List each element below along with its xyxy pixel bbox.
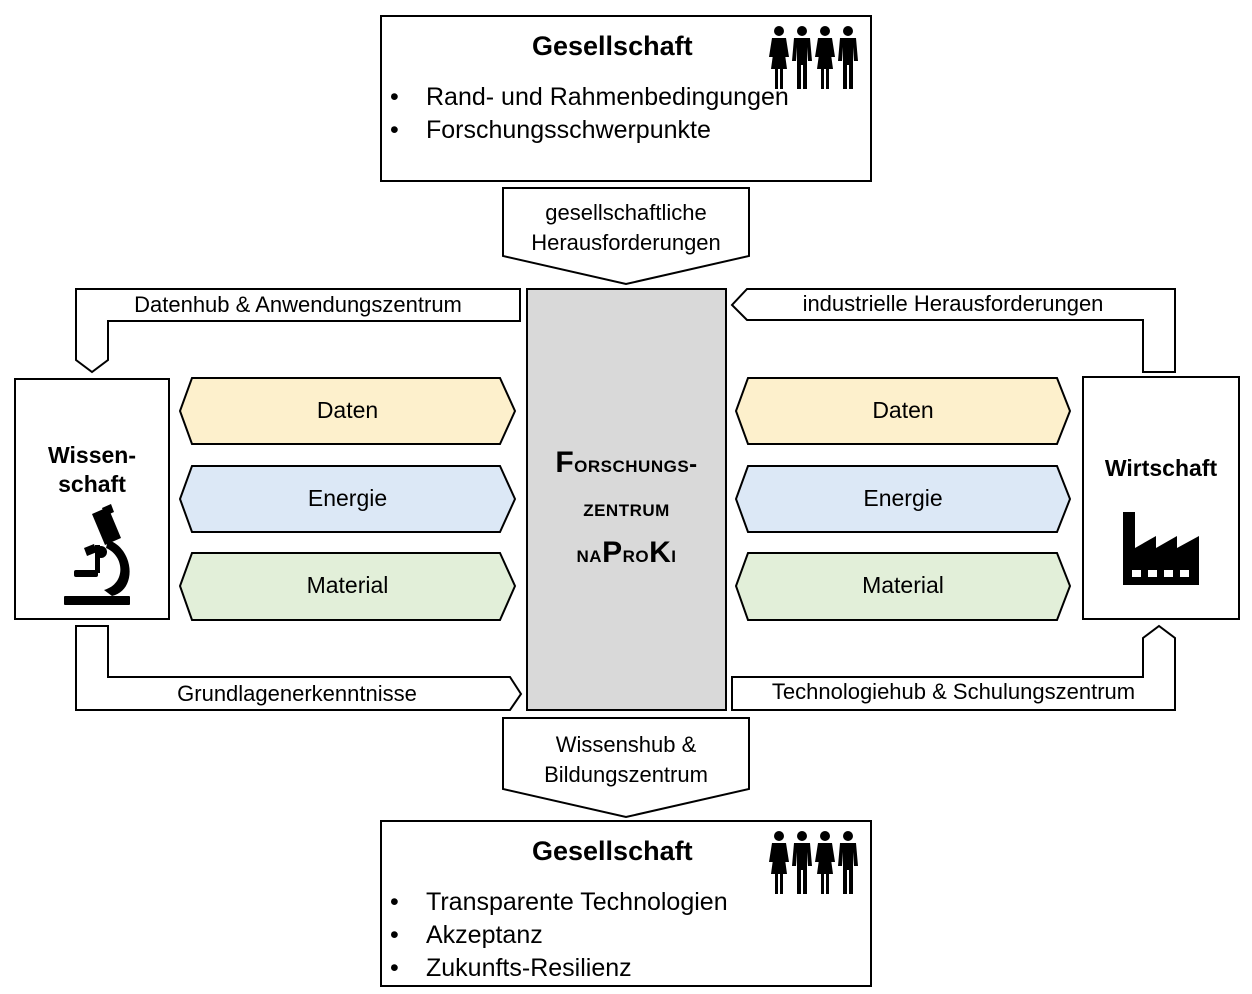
hex-right-material — [734, 552, 1072, 621]
flow-right-top-label: industrielle Herausforderungen — [802, 291, 1104, 316]
list-item: Forschungsschwerpunkte — [382, 114, 789, 147]
factory-icon — [1123, 512, 1199, 585]
resource-right-energie: Energie — [863, 485, 943, 511]
society-bottom-box: Gesellschaft Transparente Technologien A… — [380, 820, 872, 987]
resource-left-material: Material — [306, 572, 389, 598]
hex-right-daten — [734, 377, 1072, 445]
arrow-left-top — [75, 288, 521, 374]
arrow-bottom-down — [502, 717, 750, 819]
people-icon — [769, 831, 858, 894]
arrow-top-down — [502, 187, 750, 286]
flow-bottom-label: Wissenshub & Bildungszentrum — [544, 732, 708, 787]
resource-right-daten: Daten — [872, 397, 934, 423]
society-bottom-title: Gesellschaft — [532, 836, 693, 866]
list-item: Rand- und Rahmenbedingungen — [382, 81, 789, 114]
economy-box: Wirtschaft — [1082, 376, 1240, 620]
center-title: Forschungs- zentrum naProKi — [555, 446, 698, 569]
flow-right-bottom-label: Technologiehub & Schulungszentrum — [771, 679, 1136, 704]
center-box — [526, 288, 727, 711]
society-top-list: Rand- und Rahmenbedingungen Forschungssc… — [382, 81, 789, 147]
flow-top-label: gesellschaftliche Herausforderungen — [531, 200, 721, 255]
list-item: Zukunfts-Resilienz — [382, 952, 728, 985]
hex-left-material — [178, 552, 517, 621]
society-top-box: Gesellschaft Rand- und Rahmenbedingungen… — [380, 15, 872, 182]
science-box: Wissen- schaft — [14, 378, 170, 620]
hex-left-energie — [178, 465, 517, 533]
resource-right-material: Material — [862, 572, 944, 598]
flow-left-top-label: Datenhub & Anwendungszentrum — [134, 292, 462, 317]
society-top-title: Gesellschaft — [532, 31, 693, 61]
arrow-right-bottom — [731, 624, 1176, 711]
arrow-left-bottom — [75, 625, 523, 711]
arrow-right-top — [730, 288, 1176, 373]
resource-left-daten: Daten — [316, 397, 379, 423]
list-item: Transparente Technologien — [382, 886, 728, 919]
hex-left-daten — [178, 377, 517, 445]
resource-left-energie: Energie — [307, 485, 388, 511]
people-icon — [769, 26, 858, 89]
science-title: Wissen- schaft — [48, 442, 136, 497]
microscope-icon — [64, 504, 130, 605]
economy-title: Wirtschaft — [1104, 455, 1218, 481]
flow-left-bottom-label: Grundlagenerkenntnisse — [177, 681, 417, 706]
hex-right-energie — [734, 465, 1072, 533]
society-bottom-list: Transparente Technologien Akzeptanz Zuku… — [382, 886, 728, 985]
list-item: Akzeptanz — [382, 919, 728, 952]
